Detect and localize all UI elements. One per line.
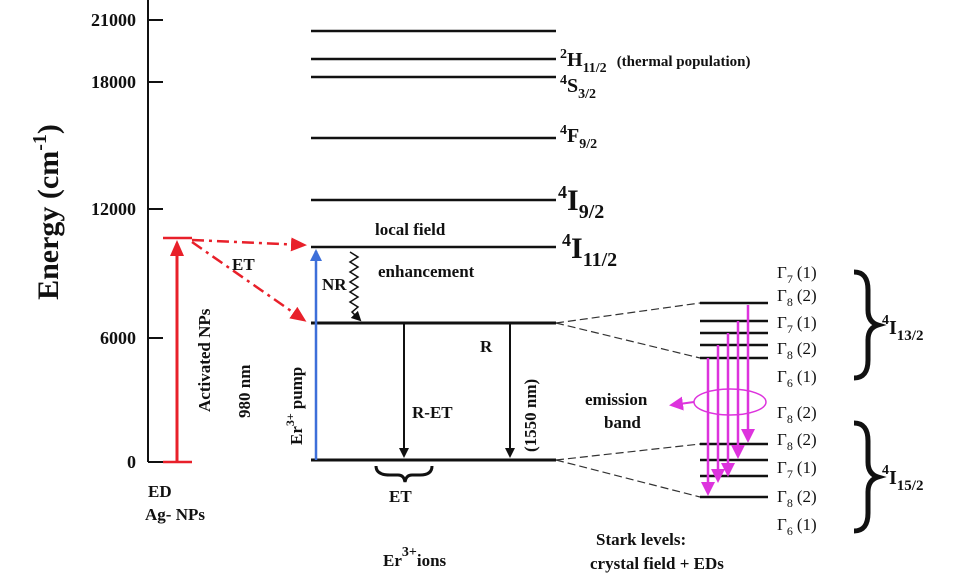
- ed-label: ED: [148, 482, 172, 501]
- nr-label: NR: [322, 275, 347, 294]
- stark-levels: [700, 301, 768, 499]
- et-bottom-label: ET: [389, 487, 412, 506]
- er-ions-label: Er3+ions: [383, 545, 447, 570]
- stark-caption-line1: Stark levels:: [596, 530, 686, 549]
- stark-caption-line2: crystal field + EDs: [590, 554, 724, 573]
- y-tick-label: 12000: [91, 199, 136, 219]
- stark-label: Γ8(2): [777, 487, 817, 510]
- y-tick-label: 0: [127, 452, 136, 472]
- connector-upper-top: [555, 302, 701, 324]
- connector-lower-bottom: [555, 459, 701, 498]
- enhancement-label: enhancement: [378, 262, 475, 281]
- stark-label: Γ7(1): [777, 313, 817, 336]
- level-i92-label: 4I9/2: [558, 182, 604, 223]
- y-axis: 0 6000 12000 18000 21000 Energy (cm-1): [29, 0, 163, 472]
- emission-band-ellipse: [693, 388, 767, 416]
- stark-label: Γ7(1): [777, 458, 817, 481]
- et-bottom-brace: [374, 465, 434, 483]
- r-label: R: [480, 337, 493, 356]
- local-field-label: local field: [375, 220, 446, 239]
- y-tick-label: 21000: [91, 10, 136, 30]
- emission-transitions: [669, 305, 767, 496]
- level-i112-label: 4I11/2: [562, 230, 617, 271]
- nr-relaxation-arrow: [348, 251, 362, 322]
- stark-connectors: [555, 302, 701, 498]
- level-i152-label: 4I15/2: [882, 463, 923, 494]
- stark-label: Γ8(2): [777, 403, 817, 426]
- y-axis-title: Energy (cm-1): [29, 124, 65, 300]
- level-s32-label: 4S3/2: [560, 73, 596, 102]
- stark-label: Γ7(1): [777, 263, 817, 286]
- stark-label: Γ8(2): [777, 430, 817, 453]
- y-tick-label: 18000: [91, 72, 136, 92]
- stark-lower-labels: Γ8(2) Γ8(2) Γ7(1) Γ8(2) Γ6(1): [777, 403, 817, 538]
- level-f92-label: 4F9/2: [560, 123, 597, 152]
- pump-label: Er3+pump: [283, 367, 306, 445]
- level-i132-label: 4I13/2: [882, 313, 923, 344]
- emission-band-pointer: [669, 396, 695, 411]
- stark-label: Γ6(1): [777, 515, 817, 538]
- ag-np-activation: [163, 236, 307, 464]
- stark-label: Γ6(1): [777, 367, 817, 390]
- y-tick-label: 6000: [100, 328, 136, 348]
- et-arrow-to-i132: [191, 240, 307, 322]
- et-top-label: ET: [232, 255, 255, 274]
- connector-lower-top: [555, 443, 701, 461]
- upper-manifold-brace: [853, 269, 887, 381]
- connector-upper-bottom: [555, 322, 701, 359]
- emission-label-line2: band: [604, 413, 641, 432]
- er-levels: [311, 29, 556, 462]
- stark-label: Γ8(2): [777, 286, 817, 309]
- nm980-label: 980 nm: [235, 365, 254, 418]
- stark-label: Γ8(2): [777, 339, 817, 362]
- r-nm-label: (1550 nm): [521, 379, 540, 452]
- emission-label-line1: emission: [585, 390, 648, 409]
- r-et-label: R-ET: [412, 403, 453, 422]
- stark-upper-labels: Γ7(1) Γ8(2) Γ7(1) Γ8(2) Γ6(1): [777, 263, 817, 390]
- activated-nps-label: Activated NPs: [195, 308, 214, 412]
- et-arrow-to-i112: [191, 237, 307, 252]
- ag-nps-label: Ag- NPs: [145, 505, 205, 524]
- level-h11-label: 2H11/2(thermal population): [560, 47, 750, 76]
- lower-manifold-brace: [853, 420, 887, 534]
